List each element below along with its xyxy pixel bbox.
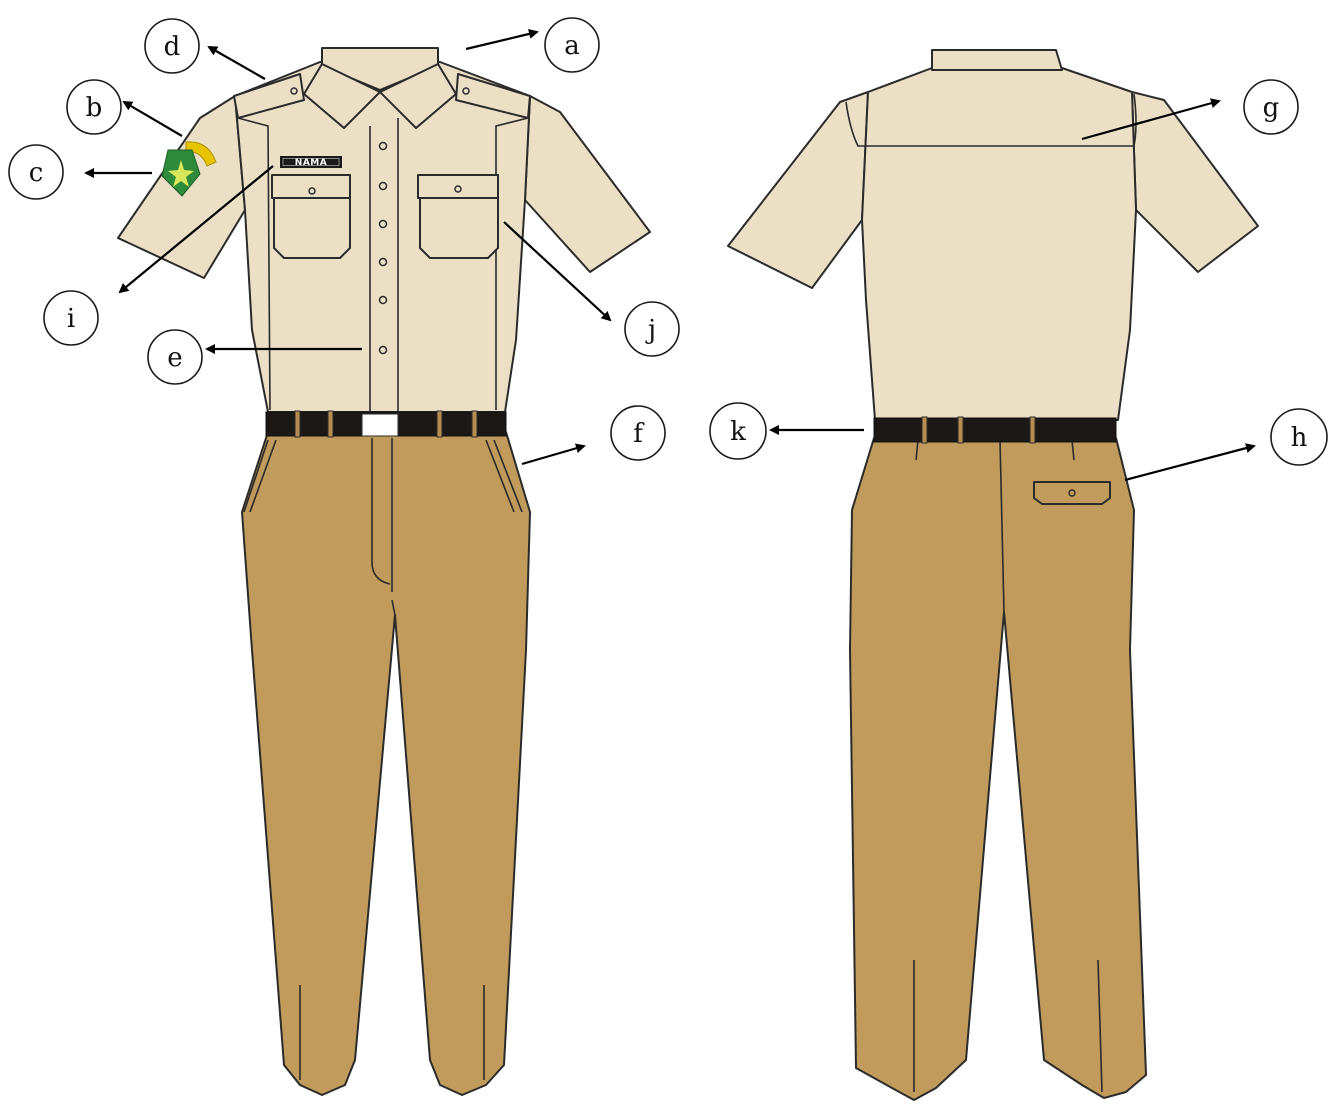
front-view: NAMA xyxy=(118,48,650,1095)
back-pocket xyxy=(1034,482,1110,504)
back-belt xyxy=(874,417,1116,443)
back-collar xyxy=(932,50,1062,70)
front-pants xyxy=(242,432,530,1095)
callout-d-label: d xyxy=(164,32,181,62)
front-right-sleeve xyxy=(525,96,650,272)
callout-k: k xyxy=(710,403,864,459)
back-shirt-body xyxy=(862,68,1136,420)
callout-g-label: g xyxy=(1263,93,1280,123)
back-view xyxy=(728,50,1258,1100)
back-left-sleeve xyxy=(728,92,868,288)
callout-h: h xyxy=(1125,409,1327,480)
front-left-pocket xyxy=(272,175,350,258)
callout-c: c xyxy=(9,145,152,199)
callout-d: d xyxy=(145,19,265,79)
callout-k-label: k xyxy=(730,417,746,447)
callout-f: f xyxy=(522,406,665,464)
front-belt xyxy=(266,411,506,437)
back-pants xyxy=(850,438,1146,1100)
callout-e-label: e xyxy=(167,343,182,373)
front-right-pocket xyxy=(418,175,498,258)
callout-b: b xyxy=(67,80,182,136)
callout-h-label: h xyxy=(1291,423,1308,453)
name-tag: NAMA xyxy=(280,156,342,168)
name-tag-text: NAMA xyxy=(295,158,327,168)
callout-i-label: i xyxy=(67,304,75,334)
callout-a-label: a xyxy=(564,31,580,61)
callout-b-label: b xyxy=(86,93,103,123)
callout-c-label: c xyxy=(29,158,44,188)
callout-a: a xyxy=(466,18,599,72)
